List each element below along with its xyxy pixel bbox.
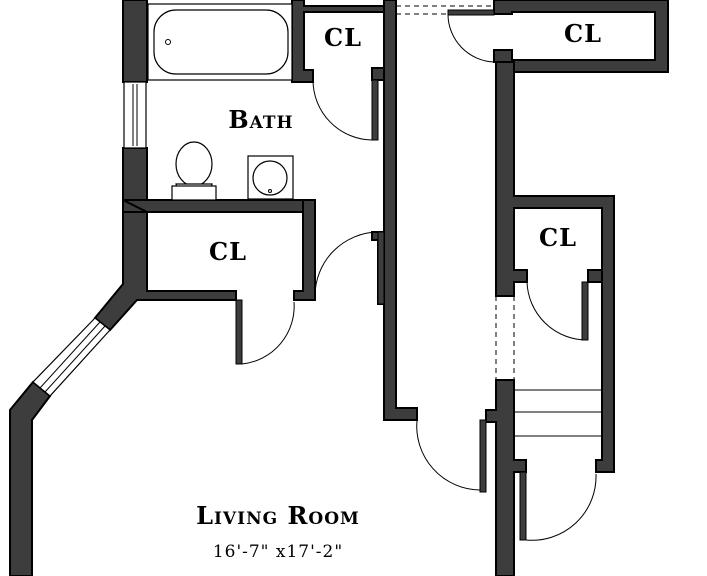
door-corridor-top bbox=[447, 9, 495, 16]
door-closet-left bbox=[235, 299, 243, 365]
room-labels: CL CL Bath CL CL Living Room 16'-7" x17'… bbox=[196, 19, 602, 562]
label-closet-top-right: CL bbox=[564, 19, 602, 48]
window-bath bbox=[123, 81, 147, 149]
label-closet-left: CL bbox=[209, 237, 247, 266]
wall-closet-right-stub bbox=[587, 269, 603, 283]
wall-right-lower bbox=[485, 379, 527, 576]
wall-diagonal-lower bbox=[9, 380, 52, 576]
sink-icon bbox=[247, 155, 294, 200]
label-living-room-size: 16'-7" x17'-2" bbox=[213, 542, 343, 562]
door-bath bbox=[377, 231, 385, 305]
windows bbox=[32, 81, 147, 397]
stairs bbox=[514, 389, 602, 437]
door-closet-top bbox=[371, 79, 379, 141]
wall-corridor-left bbox=[383, 0, 418, 421]
bathtub bbox=[147, 3, 293, 81]
wall-corridor-right bbox=[495, 61, 615, 473]
wall-top-right-closet bbox=[493, 0, 669, 73]
doors bbox=[235, 9, 597, 541]
wall-left-lower bbox=[93, 211, 237, 332]
wall-left-upper bbox=[122, 0, 148, 83]
wall-closet-top-bottom bbox=[291, 0, 391, 83]
walls bbox=[9, 0, 669, 576]
label-bath: Bath bbox=[228, 105, 293, 134]
wall-bath-closet-divider bbox=[122, 199, 316, 213]
door-corridor-bottom bbox=[479, 419, 487, 493]
wall-closet-left-right bbox=[293, 199, 316, 301]
label-living-room: Living Room bbox=[196, 501, 360, 530]
label-closet-right: CL bbox=[539, 223, 577, 252]
openings bbox=[396, 5, 515, 380]
window-bay bbox=[32, 317, 111, 397]
label-closet-bath-top: CL bbox=[324, 23, 362, 52]
door-stair-bottom bbox=[519, 471, 527, 541]
toilet-icon bbox=[171, 141, 217, 201]
door-closet-right bbox=[581, 281, 589, 341]
